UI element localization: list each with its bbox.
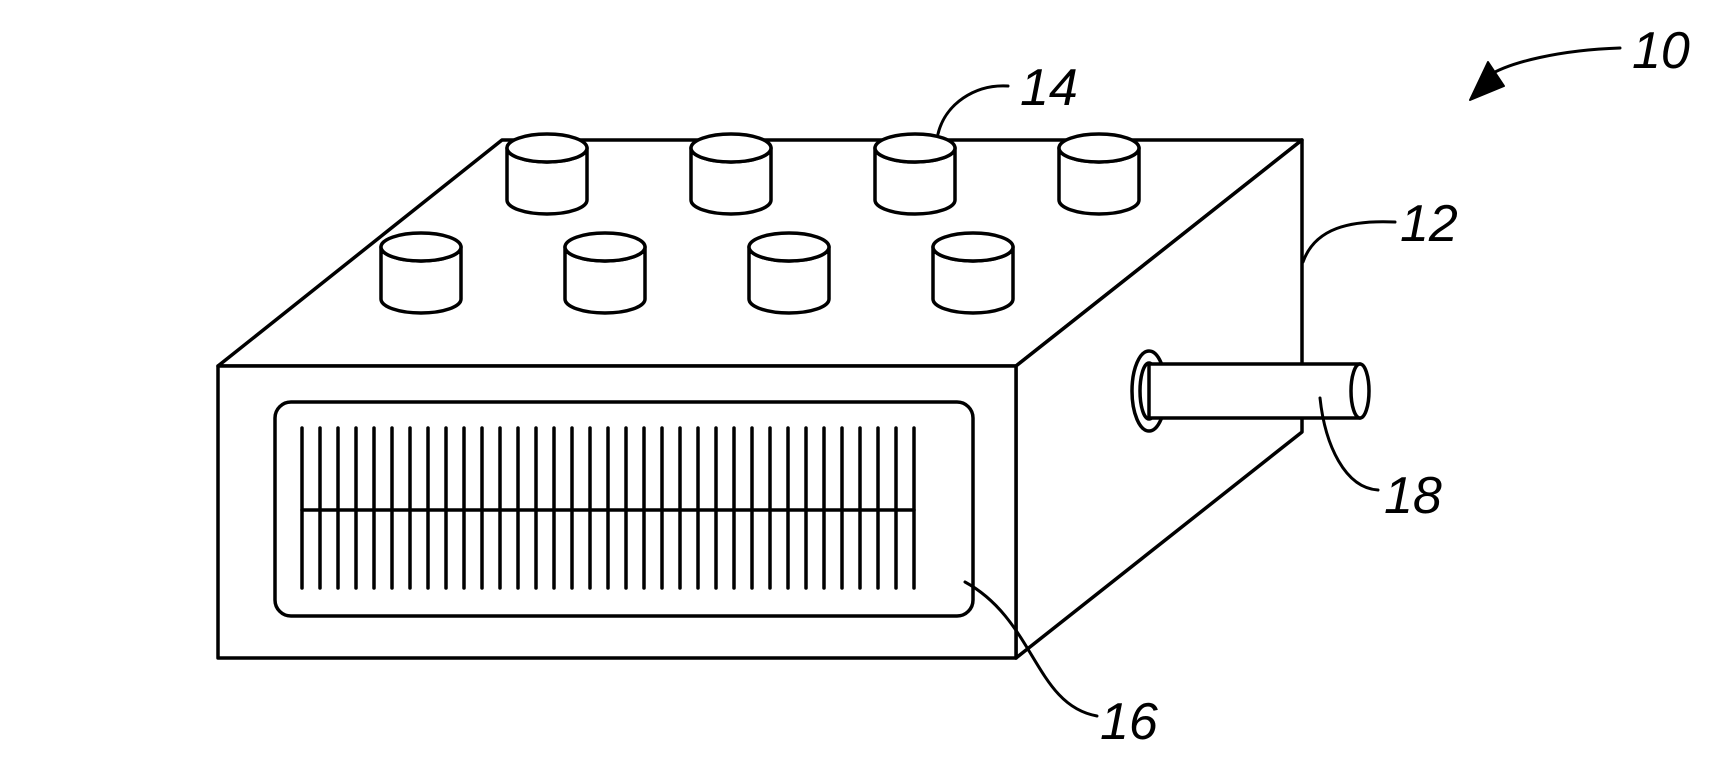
knob xyxy=(1059,134,1139,214)
knob-top xyxy=(749,233,829,261)
label-device: 10 xyxy=(1632,22,1690,80)
label-display: 16 xyxy=(1100,693,1158,751)
knob-top xyxy=(691,134,771,162)
knob-top xyxy=(507,134,587,162)
leader-device-arrow xyxy=(1488,48,1620,76)
knob xyxy=(507,134,587,214)
knob xyxy=(749,233,829,313)
knob-top xyxy=(875,134,955,162)
leader-housing xyxy=(1303,222,1395,262)
knob xyxy=(875,134,955,214)
label-connector: 18 xyxy=(1384,467,1442,525)
connector-pipe-end xyxy=(1351,364,1369,418)
knob-top xyxy=(933,233,1013,261)
device-arrowhead xyxy=(1470,62,1504,100)
knob-top xyxy=(381,233,461,261)
connector xyxy=(1132,351,1369,431)
knob-top xyxy=(1059,134,1139,162)
connector-pipe xyxy=(1149,364,1360,418)
knob-top xyxy=(565,233,645,261)
leader-knob xyxy=(938,86,1008,134)
knob xyxy=(381,233,461,313)
knob xyxy=(565,233,645,313)
label-housing: 12 xyxy=(1400,195,1458,253)
knob xyxy=(691,134,771,214)
knob xyxy=(933,233,1013,313)
label-knob: 14 xyxy=(1020,59,1078,117)
